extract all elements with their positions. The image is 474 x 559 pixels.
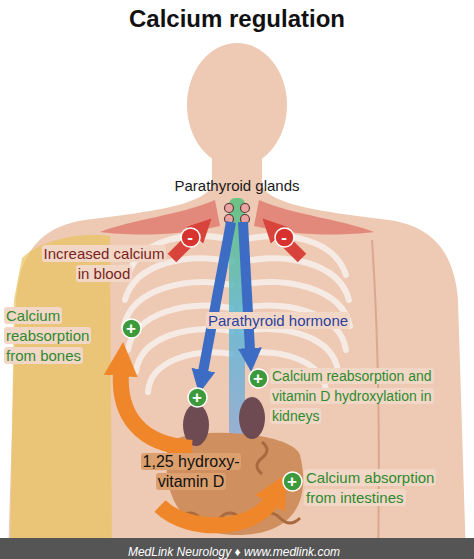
orange-arrow	[121, 372, 192, 448]
head	[187, 43, 287, 167]
sign-circle-shape	[275, 228, 294, 247]
blood-label: Increased calcium in blood	[42, 245, 167, 282]
footer-label: MedLink Neurology ♦ www.medlink.com	[128, 545, 340, 559]
gland-label: Parathyroid glands	[174, 177, 299, 194]
kidney	[239, 397, 265, 439]
diagram-title: Calcium regulation	[129, 5, 345, 32]
bone-label: Calcium reabsorption from bones	[4, 307, 91, 364]
hormone-label-box: Parathyroid hormone	[206, 311, 386, 331]
hormone-label: Parathyroid hormone	[206, 312, 350, 329]
intestine-label-box: Calcium absorption from intestines	[304, 468, 454, 508]
stimulate-sign: +	[248, 368, 269, 389]
sign-text: -	[281, 229, 287, 246]
left-arm	[10, 235, 112, 559]
vitamin-label-box: 1,25 hydroxy-vitamin D	[134, 452, 248, 492]
sign-circle-shape	[181, 228, 200, 247]
footer-label-box: MedLink Neurology ♦ www.medlink.com	[0, 541, 471, 559]
gland-label-box: Parathyroid glands	[157, 176, 317, 196]
muscle	[100, 200, 220, 234]
bone-label-box: Calcium reabsorption from bones	[4, 306, 108, 366]
stimulate-sign: +	[282, 471, 303, 492]
kidney-label-box: Calcium reabsorption and vitamin D hydro…	[270, 366, 470, 426]
blood-label-box: Increased calcium in blood	[40, 244, 168, 284]
intestine-loops	[257, 442, 267, 474]
sign-text: +	[253, 370, 263, 387]
intestine-label: Calcium absorption from intestines	[304, 469, 436, 506]
sign-circle-shape	[122, 319, 141, 338]
sign-text: +	[287, 473, 297, 490]
sign-text: +	[192, 389, 202, 406]
parathyroid-glands	[225, 204, 250, 224]
sign-circle-shape	[249, 369, 268, 388]
blue-arrow	[203, 222, 231, 372]
inhibit-sign: -	[180, 227, 201, 248]
stimulate-sign: +	[187, 387, 208, 408]
sign-text: -	[187, 229, 193, 246]
stimulate-sign: +	[121, 318, 142, 339]
vitamin-label: 1,25 hydroxy-vitamin D	[141, 453, 242, 490]
muscle	[254, 200, 374, 234]
sign-circle-shape	[188, 388, 207, 407]
title-box: Calcium regulation	[0, 4, 474, 34]
orange-arrow	[160, 500, 272, 525]
footer-bar	[0, 538, 474, 559]
sign-text: +	[126, 320, 136, 337]
sign-circle-shape	[283, 472, 302, 491]
inhibit-sign: -	[274, 227, 295, 248]
blue-arrow	[243, 222, 250, 350]
kidney-label: Calcium reabsorption and vitamin D hydro…	[270, 368, 434, 424]
